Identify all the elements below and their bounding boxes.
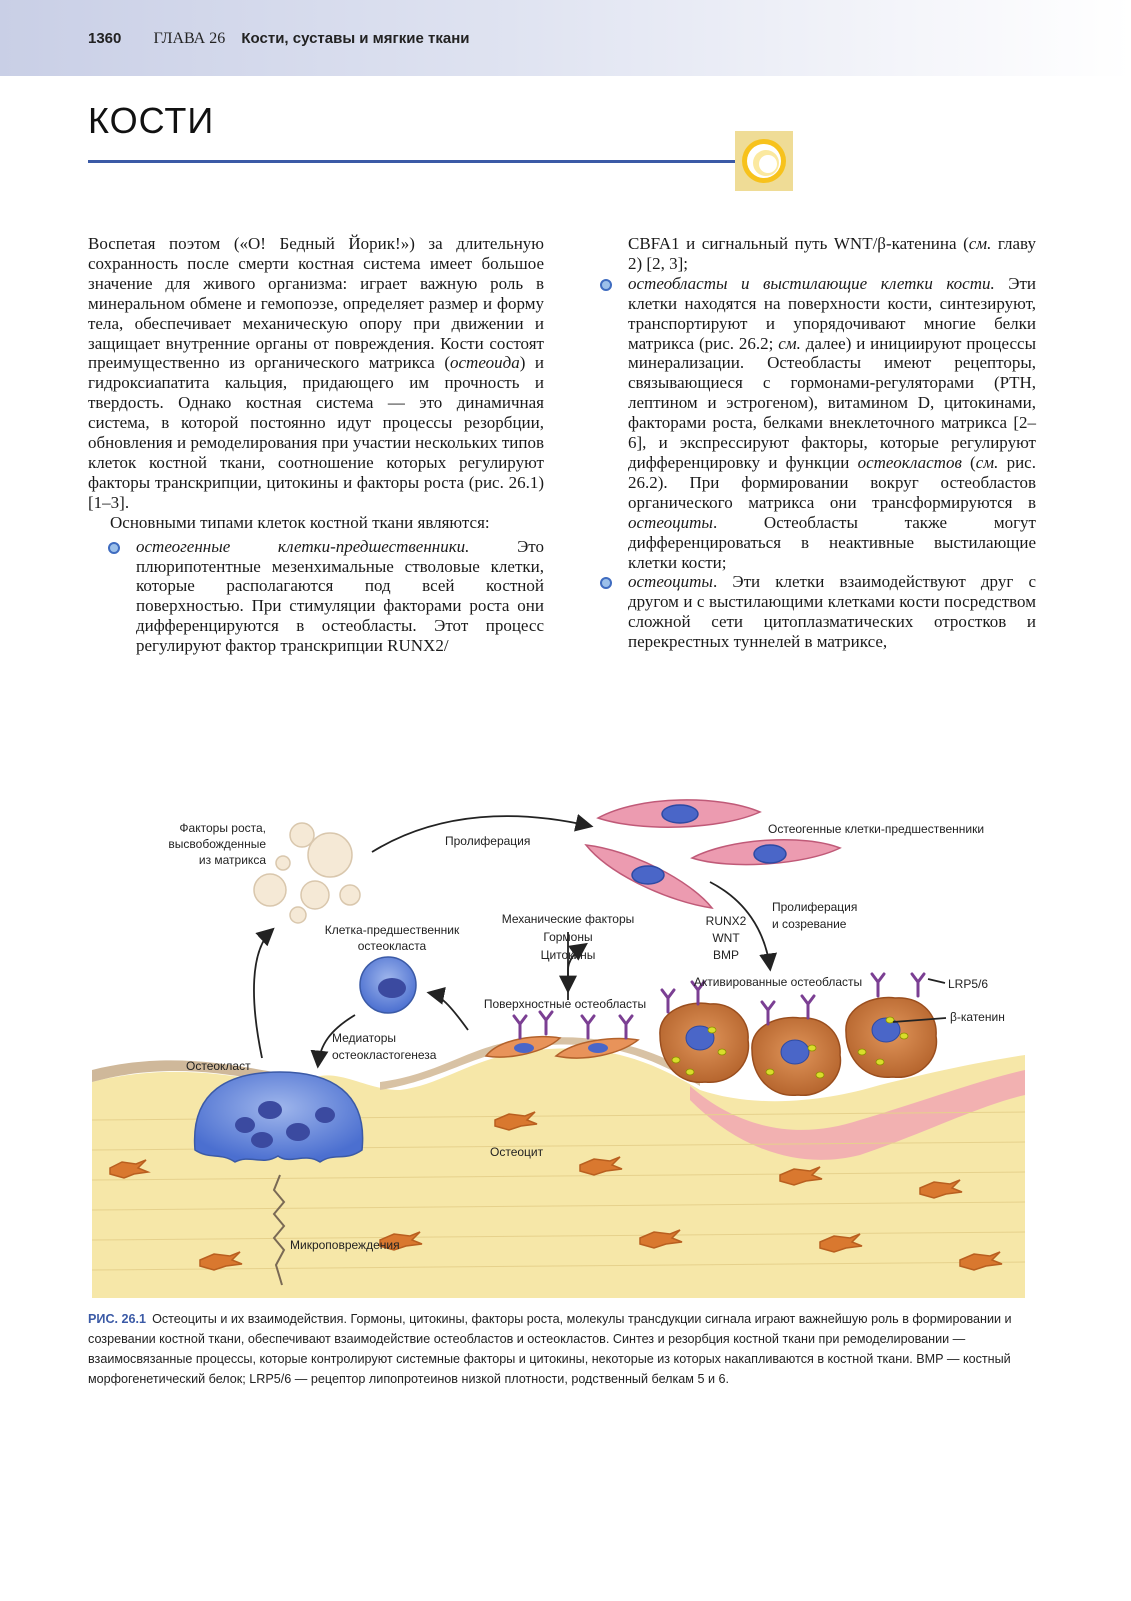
page-title: КОСТИ — [88, 100, 215, 141]
label-osteocyte: Остеоцит — [490, 1145, 544, 1159]
figure-labels: Факторы роста, высвобожденные из матрикс… — [168, 821, 1004, 1252]
activated-osteoblasts — [659, 996, 938, 1096]
running-header: 1360 ГЛАВА 26 Кости, суставы и мягкие тк… — [88, 30, 470, 48]
label-wnt: WNT — [712, 931, 740, 945]
caption-text: Остеоциты и их взаимодействия. Гормоны, … — [88, 1312, 1012, 1386]
bullet-icon — [600, 577, 612, 590]
bullet-icon — [600, 278, 612, 291]
chapter-label: ГЛАВА 26 — [153, 30, 226, 47]
growth-factor-particles — [253, 822, 361, 924]
paragraph: Воспетая поэтом («О! Бедный Йорик!») за … — [88, 234, 545, 512]
text-column-right: CBFA1 и сигнальный путь WNT/β-катенина (… — [600, 234, 1036, 652]
bone-cells-illustration: Факторы роста, высвобожденные из матрикс… — [91, 799, 1026, 1298]
label-osteoclast: Остеокласт — [186, 1059, 251, 1073]
text-column-left: Воспетая поэтом («О! Бедный Йорик!») за … — [88, 234, 544, 656]
section-badge — [735, 131, 793, 191]
bullet-icon — [108, 541, 120, 554]
label-lrp: LRP5/6 — [948, 977, 988, 991]
label-growth-factors-3: из матрикса — [199, 853, 266, 867]
label-mech-factors: Механические факторы — [502, 912, 635, 926]
list-item: остеогенные клетки-предшественники. Это … — [88, 537, 544, 656]
label-bmp: BMP — [713, 948, 739, 962]
label-microdamage: Микроповреждения — [290, 1238, 400, 1252]
paragraph: CBFA1 и сигнальный путь WNT/β-катенина (… — [628, 234, 1036, 273]
figure-label: РИС. 26.1 — [88, 1312, 147, 1326]
pathway-arrows — [253, 814, 947, 1069]
progenitor-cells — [584, 799, 842, 910]
label-mediators-1: Медиаторы — [332, 1031, 396, 1045]
lrp-receptors — [512, 972, 926, 1040]
label-hormones: Гормоны — [543, 930, 592, 944]
label-catenin: β-катенин — [950, 1010, 1005, 1024]
label-prolif-maturation-1: Пролиферация — [772, 900, 857, 914]
label-mediators-2: остеокластогенеза — [332, 1048, 437, 1062]
paragraph: Основными типами клеток костной ткани яв… — [110, 512, 490, 532]
label-proliferation: Пролиферация — [445, 834, 530, 848]
surface-osteoblasts — [484, 1035, 640, 1059]
label-growth-factors-2: высвобожденные — [168, 837, 266, 851]
title-rule — [88, 160, 736, 163]
osteoclast-cell — [193, 1071, 364, 1163]
section-label: Кости, суставы и мягкие ткани — [241, 30, 470, 47]
ring-icon — [742, 139, 786, 183]
list-item: остеобласты и выстилающие клетки кости. … — [600, 274, 1036, 573]
label-runx2: RUNX2 — [706, 914, 747, 928]
label-prolif-maturation-2: и созревание — [772, 917, 847, 931]
label-osteoclast-precursor-2: остеокласта — [358, 939, 427, 953]
page-number: 1360 — [88, 30, 122, 47]
osteoclast-precursor-cell — [359, 956, 417, 1014]
label-progenitors: Остеогенные клетки-предшественники — [768, 822, 984, 836]
label-growth-factors-1: Факторы роста, — [179, 821, 266, 835]
osteocytes — [109, 1111, 1003, 1271]
list-item: остеоциты. Эти клетки взаимодействуют др… — [600, 572, 1036, 652]
label-surface-osteoblasts: Поверхностные остеобласты — [484, 997, 646, 1011]
label-activated-osteoblasts: Активированные остеобласты — [694, 975, 862, 989]
label-osteoclast-precursor-1: Клетка-предшественник — [325, 923, 460, 937]
page-header — [0, 0, 1131, 76]
label-cytokines: Цитокины — [541, 948, 596, 962]
